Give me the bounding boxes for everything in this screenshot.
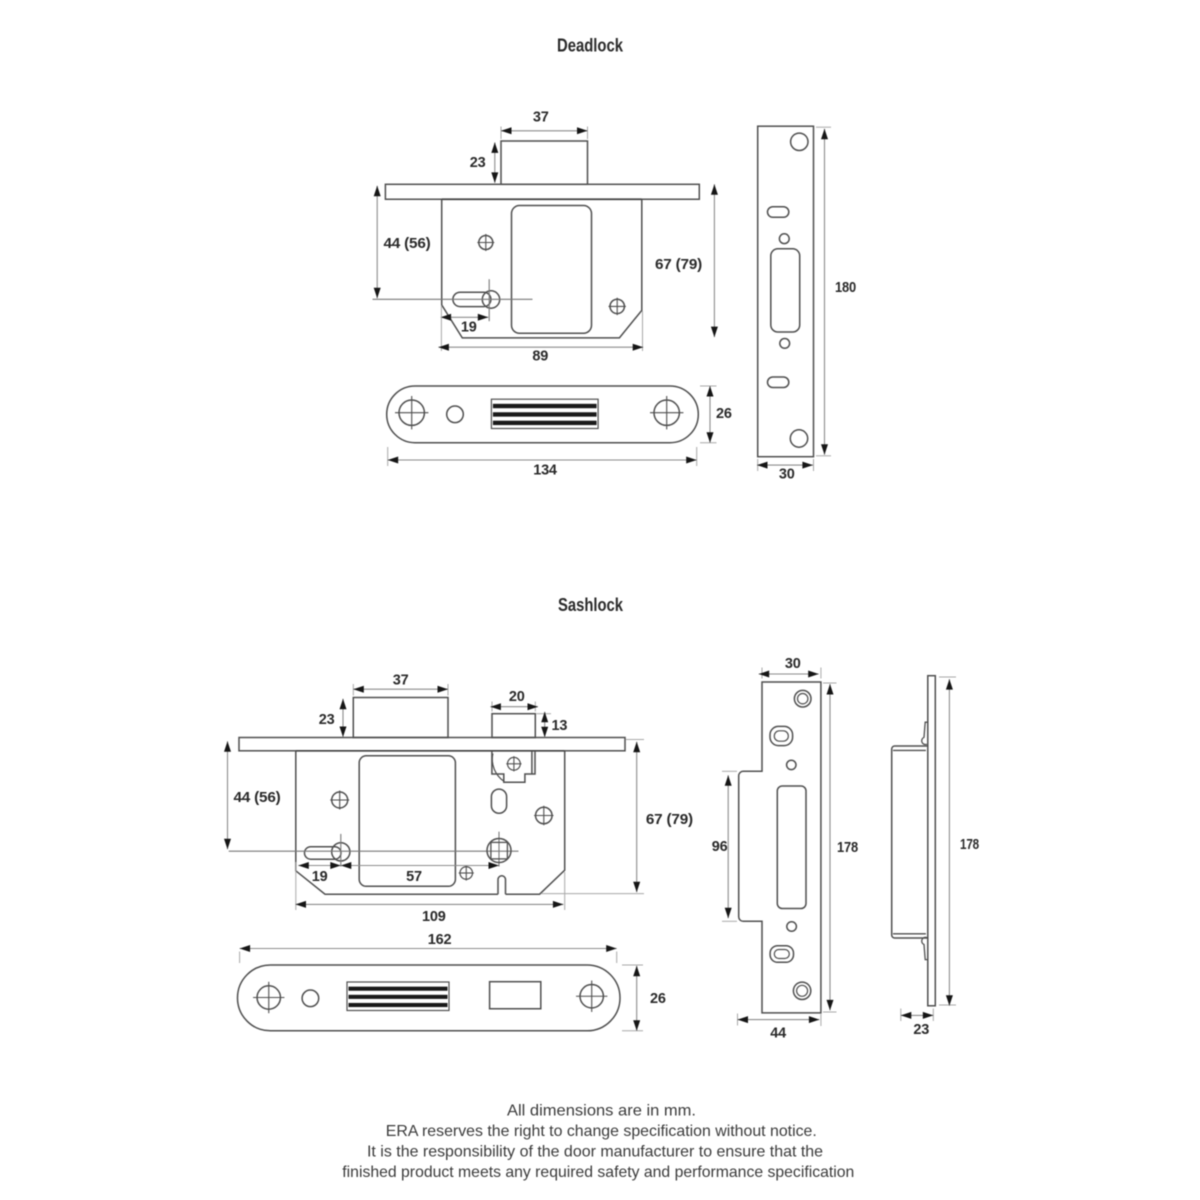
svg-text:19: 19 [461,320,477,336]
svg-text:23: 23 [913,1022,929,1038]
svg-text:96: 96 [712,839,728,855]
svg-text:30: 30 [785,656,801,672]
svg-text:178: 178 [960,837,979,853]
svg-text:23: 23 [319,712,335,728]
svg-text:It is the responsibility of th: It is the responsibility of the door man… [367,1144,823,1161]
svg-text:44 (56): 44 (56) [384,236,431,252]
svg-text:178: 178 [837,840,858,856]
svg-text:23: 23 [470,155,486,171]
svg-text:30: 30 [779,467,795,483]
svg-text:26: 26 [650,991,666,1007]
svg-text:finished product meets any req: finished product meets any required safe… [342,1164,854,1181]
svg-text:67 (79): 67 (79) [646,812,693,828]
svg-text:13: 13 [552,718,568,734]
svg-text:44 (56): 44 (56) [234,790,281,806]
svg-text:109: 109 [422,909,446,925]
svg-text:162: 162 [428,932,452,948]
svg-text:Deadlock: Deadlock [557,36,624,56]
svg-text:Sashlock: Sashlock [558,595,624,615]
svg-text:180: 180 [835,280,856,296]
svg-text:All dimensions are in mm.: All dimensions are in mm. [507,1103,696,1120]
svg-text:67 (79): 67 (79) [655,257,702,273]
svg-text:37: 37 [533,110,549,126]
svg-text:ERA reserves the right to chan: ERA reserves the right to change specifi… [386,1123,817,1140]
svg-text:19: 19 [312,869,328,885]
svg-text:44: 44 [770,1026,786,1042]
svg-text:37: 37 [393,673,409,689]
svg-text:57: 57 [406,869,422,885]
svg-text:134: 134 [533,463,557,479]
svg-text:26: 26 [716,406,732,422]
svg-text:89: 89 [532,349,548,365]
svg-text:20: 20 [509,689,525,705]
